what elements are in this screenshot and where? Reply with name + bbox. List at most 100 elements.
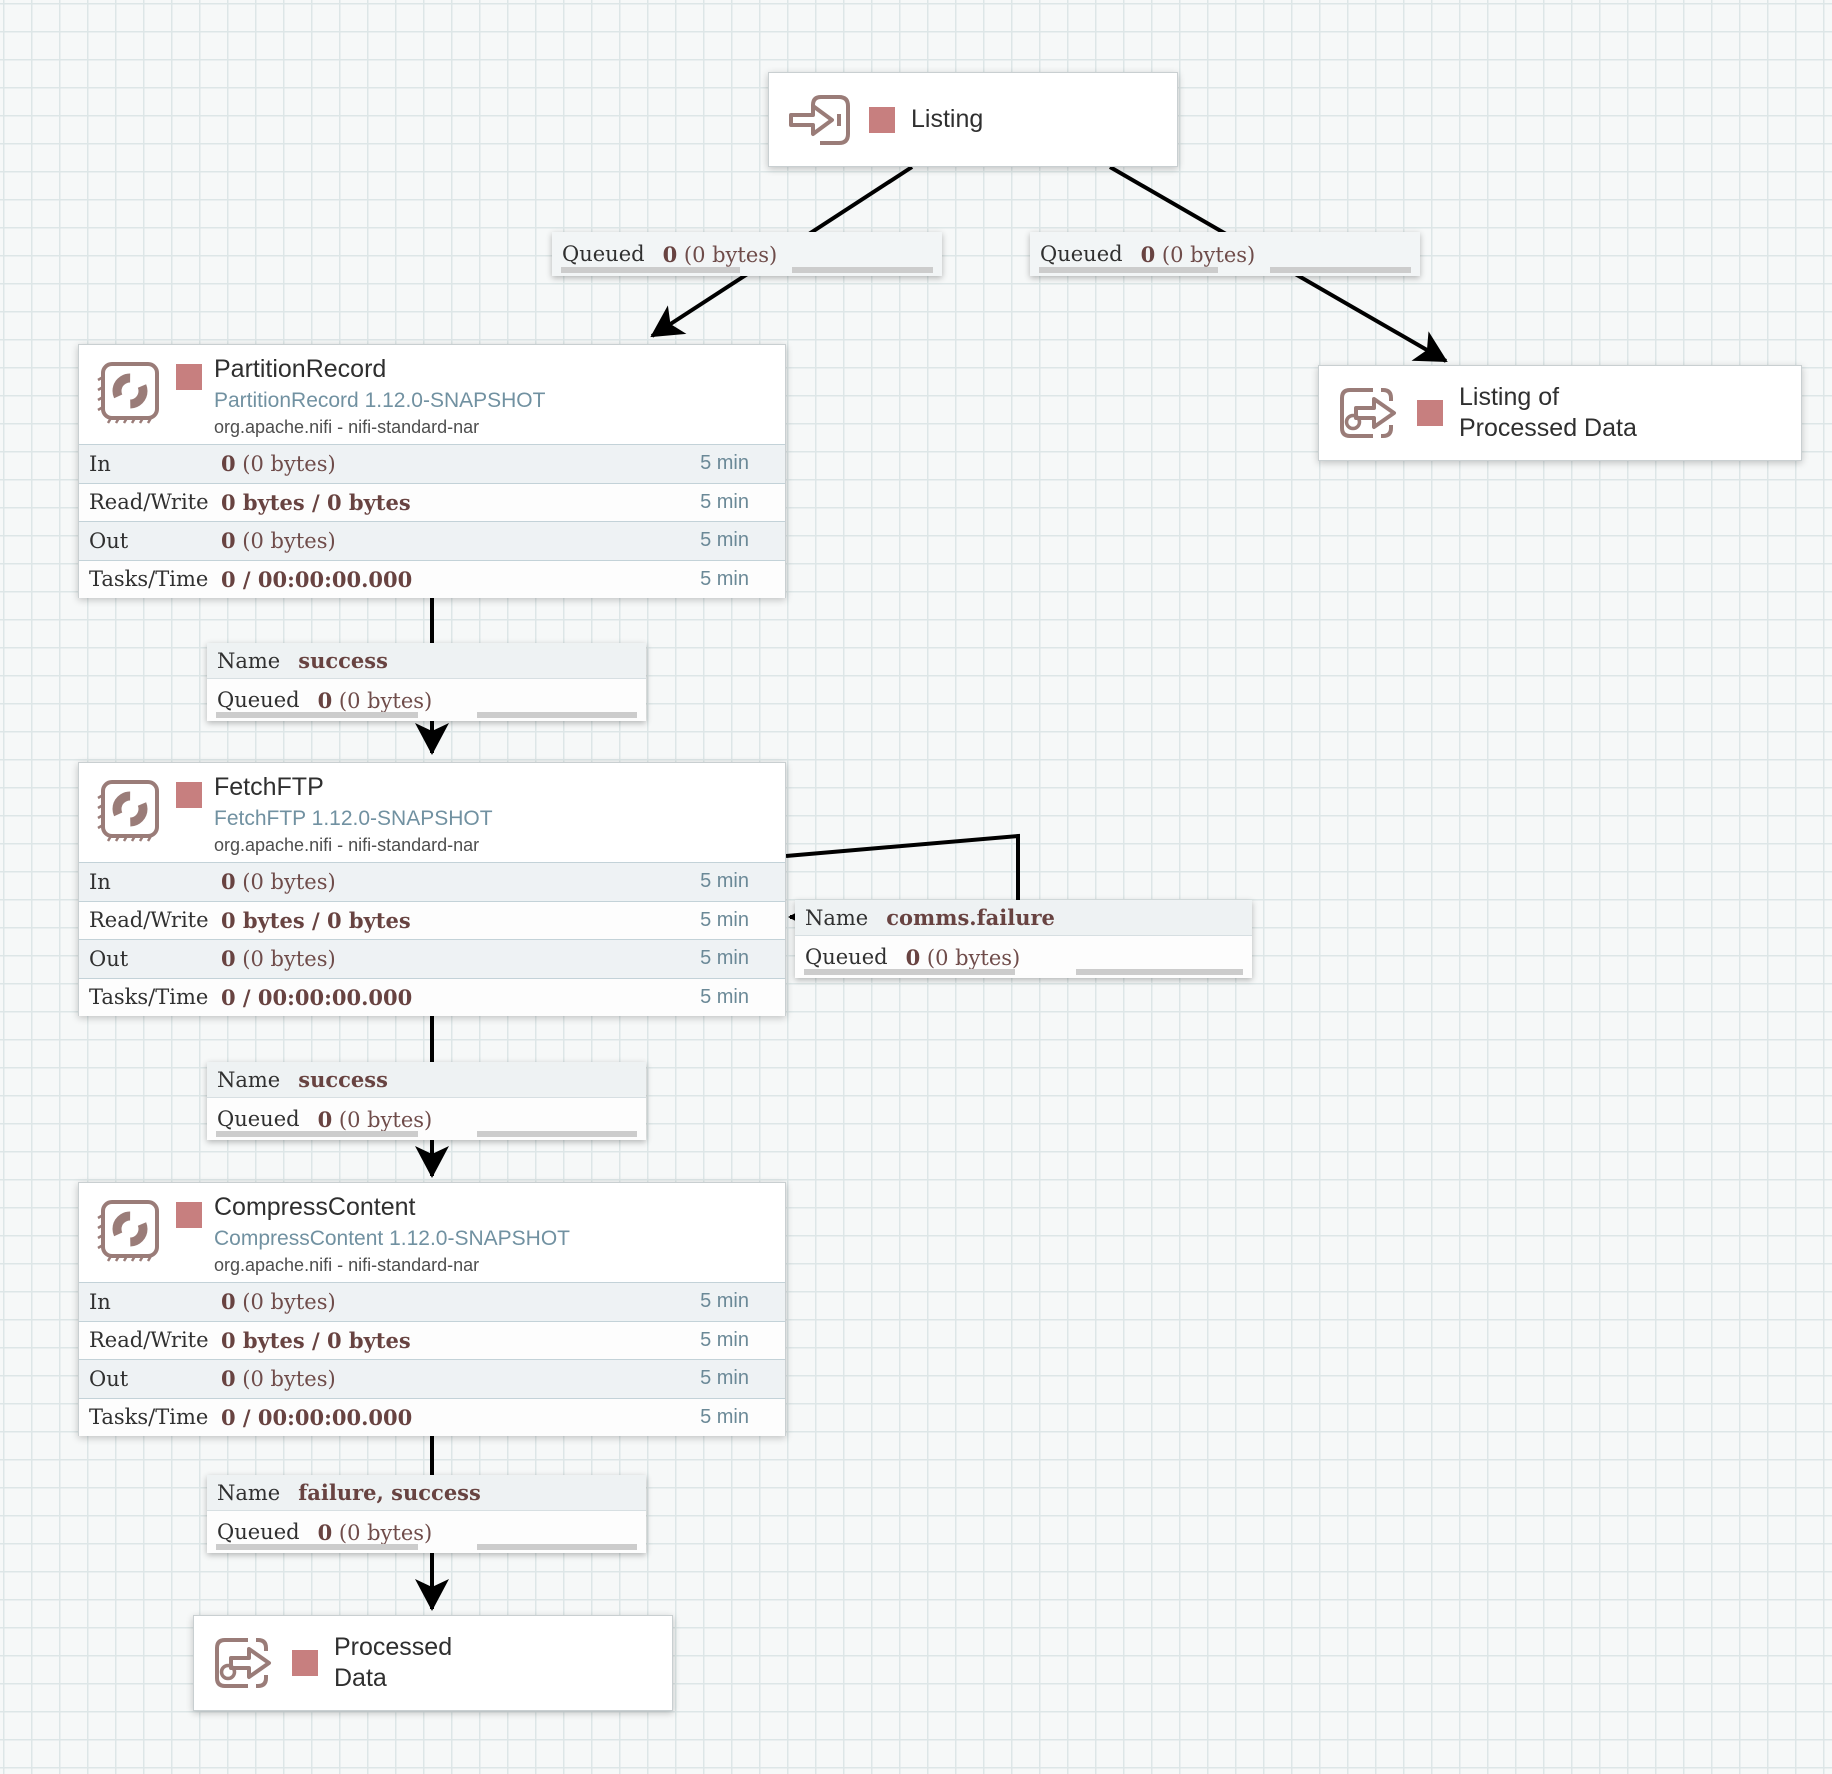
status-stopped-square — [176, 1202, 202, 1228]
connection-label-partitionrecord-to-fetchftp[interactable]: Name success Queued 0 (0 bytes) — [207, 643, 646, 721]
stat-value: 0 — [221, 946, 236, 972]
queued-row: Queued 0 (0 bytes) — [207, 1511, 646, 1553]
processor-version: FetchFTP 1.12.0-SNAPSHOT — [214, 807, 493, 830]
stat-row-in: In 0 (0 bytes) 5 min — [79, 1282, 785, 1321]
stat-value-detail: (0 bytes) — [235, 452, 336, 477]
queued-label: Queued — [217, 688, 300, 712]
stat-value: 0 — [221, 1366, 236, 1392]
port-title: Listing — [911, 105, 984, 133]
queued-size: (0 bytes) — [920, 945, 1021, 970]
stat-label: Out — [89, 1366, 129, 1391]
stat-label: Out — [89, 528, 129, 553]
stat-label: In — [89, 869, 111, 894]
stat-label: Tasks/Time — [89, 985, 209, 1010]
queued-size: (0 bytes) — [332, 1107, 433, 1132]
status-stopped-square — [869, 106, 895, 133]
stat-value: 0 / 00:00:00.000 — [221, 566, 413, 592]
connection-label-fetchftp-to-compresscontent[interactable]: Name success Queued 0 (0 bytes) — [207, 1062, 646, 1140]
queued-count: 0 — [662, 241, 678, 267]
output-port-processed-data[interactable]: Processed Data — [193, 1615, 673, 1711]
relationship-name: success — [298, 1067, 388, 1092]
processor-header: FetchFTP FetchFTP 1.12.0-SNAPSHOT org.ap… — [79, 763, 785, 862]
stat-value: 0 / 00:00:00.000 — [221, 984, 413, 1010]
stat-row-tasks-time: Tasks/Time 0 / 00:00:00.000 5 min — [79, 977, 785, 1016]
port-title: Processed Data — [334, 1632, 452, 1694]
stat-label: Out — [89, 946, 129, 971]
stat-row-read-write: Read/Write 0 bytes / 0 bytes 5 min — [79, 1320, 785, 1359]
input-port-icon — [789, 94, 850, 145]
processor-version: CompressContent 1.12.0-SNAPSHOT — [214, 1227, 570, 1250]
processor-partitionrecord[interactable]: PartitionRecord PartitionRecord 1.12.0-S… — [78, 344, 786, 598]
queue-usage-bars — [216, 1544, 637, 1550]
processor-header: PartitionRecord PartitionRecord 1.12.0-S… — [79, 345, 785, 444]
stat-row-tasks-time: Tasks/Time 0 / 00:00:00.000 5 min — [79, 559, 785, 598]
stat-value-detail: (0 bytes) — [235, 1367, 336, 1392]
stat-label: Tasks/Time — [89, 567, 209, 592]
stat-label: Read/Write — [89, 1328, 209, 1353]
processor-icon — [97, 1200, 159, 1262]
queue-usage-bars — [216, 1131, 637, 1137]
port-title-line1: Listing of — [1459, 383, 1560, 411]
stat-label: In — [89, 451, 111, 476]
relationship-name: success — [298, 648, 388, 673]
stat-period: 5 min — [700, 985, 749, 1008]
stat-value-detail: (0 bytes) — [235, 1290, 336, 1315]
stat-row-out: Out 0 (0 bytes) 5 min — [79, 1359, 785, 1398]
status-stopped-square — [176, 364, 202, 390]
output-port-icon — [1340, 388, 1396, 438]
relationship-name-row: Name success — [207, 1062, 646, 1098]
stat-period: 5 min — [700, 908, 749, 931]
processor-title: PartitionRecord — [214, 355, 387, 383]
status-stopped-square — [292, 1650, 318, 1676]
processor-fetchftp[interactable]: FetchFTP FetchFTP 1.12.0-SNAPSHOT org.ap… — [78, 762, 786, 1016]
name-label: Name — [217, 1067, 281, 1092]
stat-row-read-write: Read/Write 0 bytes / 0 bytes 5 min — [79, 482, 785, 521]
stat-row-in: In 0 (0 bytes) 5 min — [79, 862, 785, 901]
relationship-name-row: Name failure, success — [207, 1475, 646, 1511]
processor-bundle: org.apache.nifi - nifi-standard-nar — [214, 835, 480, 855]
stat-row-read-write: Read/Write 0 bytes / 0 bytes 5 min — [79, 900, 785, 939]
stat-value: 0 bytes / 0 bytes — [221, 1327, 411, 1353]
connection-label-listing-to-listing-of-processed-data[interactable]: Queued 0 (0 bytes) — [1030, 232, 1420, 276]
relationship-name-row: Name success — [207, 643, 646, 679]
output-port-listing-of-processed-data[interactable]: Listing of Processed Data — [1318, 365, 1802, 461]
processor-compresscontent[interactable]: CompressContent CompressContent 1.12.0-S… — [78, 1182, 786, 1436]
queued-row: Queued 0 (0 bytes) — [207, 1098, 646, 1140]
queued-label: Queued — [217, 1520, 300, 1544]
stat-row-out: Out 0 (0 bytes) 5 min — [79, 521, 785, 560]
queued-count: 0 — [317, 687, 333, 713]
stat-period: 5 min — [700, 947, 749, 970]
stat-period: 5 min — [700, 870, 749, 893]
connection-label-compresscontent-to-processed-data[interactable]: Name failure, success Queued 0 (0 bytes) — [207, 1475, 646, 1553]
queued-label: Queued — [805, 945, 888, 969]
stat-label: Read/Write — [89, 490, 209, 515]
processor-title: FetchFTP — [214, 773, 324, 801]
name-label: Name — [217, 1480, 281, 1505]
queued-size: (0 bytes) — [332, 1520, 433, 1545]
processor-title: CompressContent — [214, 1193, 416, 1221]
queued-size: (0 bytes) — [1155, 242, 1256, 267]
queued-size: (0 bytes) — [677, 242, 778, 267]
relationship-name-row: Name comms.failure — [795, 900, 1252, 936]
connection-label-fetchftp-comms-failure[interactable]: Name comms.failure Queued 0 (0 bytes) — [795, 900, 1252, 978]
name-label: Name — [217, 648, 281, 673]
processor-header: CompressContent CompressContent 1.12.0-S… — [79, 1183, 785, 1282]
processor-icon — [97, 362, 159, 424]
stat-value: 0 bytes / 0 bytes — [221, 489, 411, 515]
queued-row: Queued 0 (0 bytes) — [795, 936, 1252, 978]
stat-value-detail: (0 bytes) — [235, 870, 336, 895]
output-port-icon — [215, 1638, 271, 1688]
queued-label: Queued — [1040, 242, 1123, 266]
stat-value: 0 — [221, 528, 236, 554]
input-port-listing[interactable]: Listing — [768, 72, 1178, 167]
stat-period: 5 min — [700, 1367, 749, 1390]
stat-period: 5 min — [700, 1328, 749, 1351]
stat-value: 0 — [221, 869, 236, 895]
stat-value: 0 / 00:00:00.000 — [221, 1404, 413, 1430]
stat-label: Read/Write — [89, 908, 209, 933]
connection-label-listing-to-partitionrecord[interactable]: Queued 0 (0 bytes) — [552, 232, 942, 276]
stat-row-out: Out 0 (0 bytes) 5 min — [79, 939, 785, 978]
stat-value: 0 — [221, 451, 236, 477]
processor-bundle: org.apache.nifi - nifi-standard-nar — [214, 1255, 480, 1275]
